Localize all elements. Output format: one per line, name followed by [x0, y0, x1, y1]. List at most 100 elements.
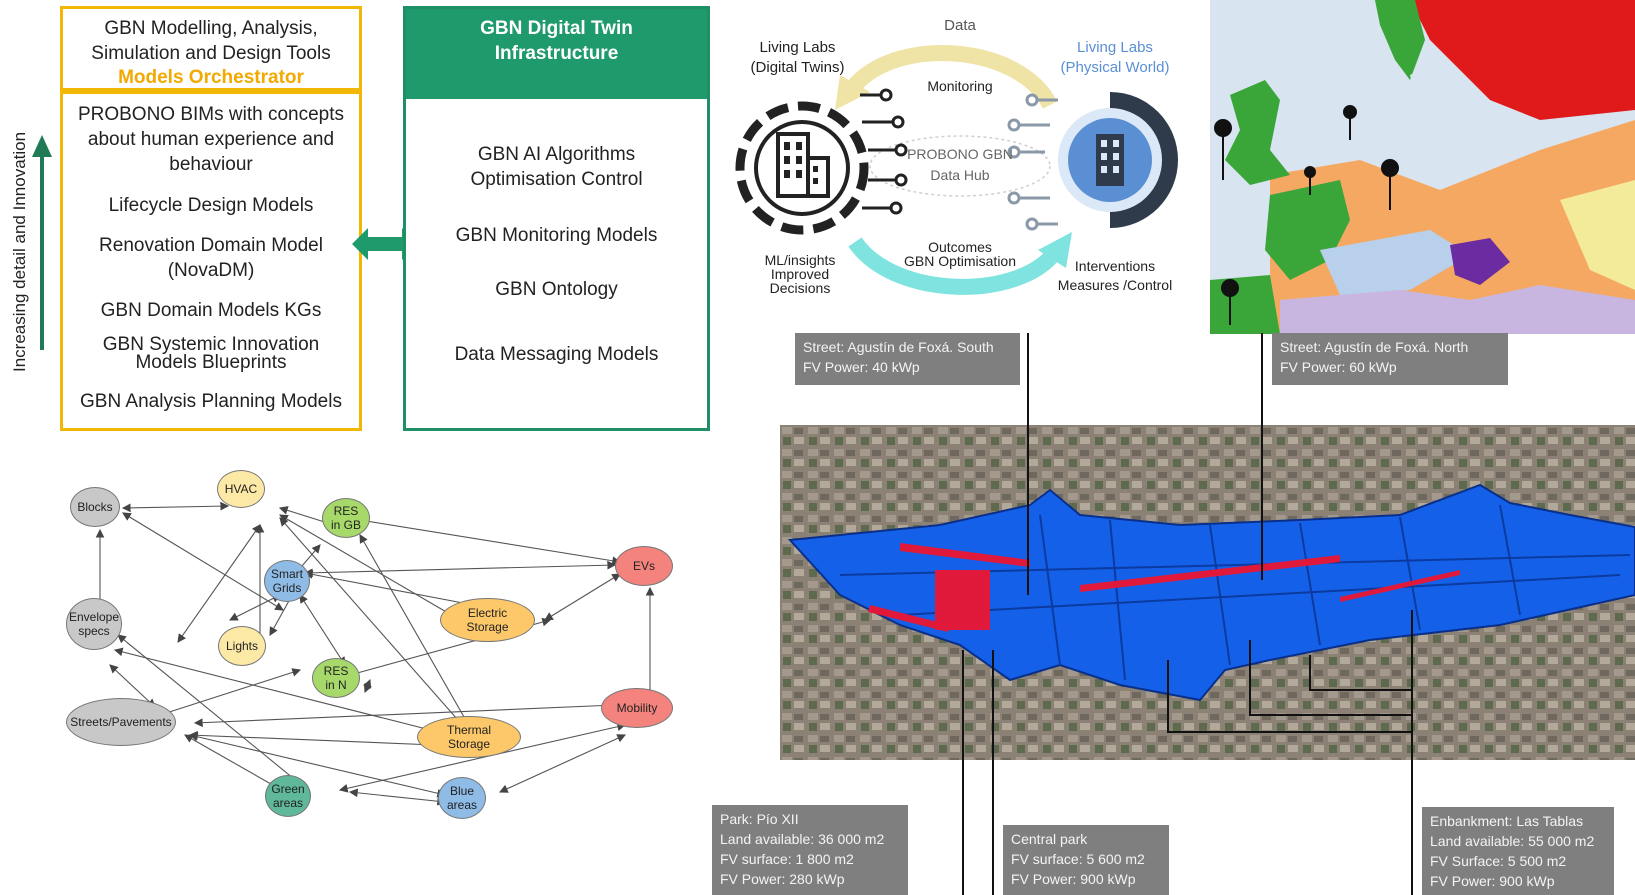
label-north-1: Street: Agustín de Foxá. North: [1280, 339, 1469, 355]
orchestrator-title-box: GBN Modelling, Analysis, Simulation and …: [60, 6, 362, 91]
node-mobility: Mobility: [601, 688, 673, 728]
cycle-diagram: Data Monitoring Living Labs (Digital Twi…: [720, 0, 1210, 320]
orchestrator-title-highlight: Models Orchestrator: [118, 67, 304, 88]
increase-arrow-icon: [32, 135, 52, 350]
label-central-1: Central park: [1011, 831, 1088, 847]
node-mobility-label: Mobility: [616, 701, 658, 715]
item-bims-2: about human experience and: [87, 129, 335, 150]
node-envelope-l1: Envelope: [68, 610, 120, 624]
label-park-4: FV Power: 280 kWp: [720, 871, 845, 887]
cycle-right-title-2: (Physical World): [1060, 59, 1170, 76]
europe-map: [1210, 0, 1635, 334]
node-thermal-l1: Thermal: [446, 723, 491, 737]
node-smart-l1: Smart: [270, 567, 303, 581]
cycle-int-2: Measures /Control: [1057, 277, 1173, 293]
node-streets-label: Streets/Pavements: [70, 715, 172, 729]
label-emb-4: FV Power: 900 kWp: [1430, 873, 1555, 889]
item-systemic-1: GBN Systemic Innovation: [102, 334, 320, 355]
label-emb-3: FV Surface: 5 500 m2: [1430, 853, 1567, 869]
cycle-left-title-1: Living Labs: [759, 39, 836, 56]
label-park-2: Land available: 36 000 m2: [720, 831, 885, 847]
dt-item-messaging: Data Messaging Models: [454, 344, 659, 365]
aerial-map: [780, 425, 1635, 760]
node-lights: Lights: [218, 626, 266, 666]
cycle-ml-1: ML/insights: [764, 252, 836, 268]
node-thermal-l2: Storage: [447, 737, 490, 751]
node-streets: Streets/Pavements: [66, 698, 176, 746]
node-electric-l1: Electric: [467, 606, 508, 620]
node-res-gb-l1: RES: [333, 504, 359, 518]
digital-twin-box: GBN Digital Twin Infrastructure GBN AI A…: [403, 6, 710, 431]
cycle-outcomes-1: Outcomes: [928, 239, 992, 255]
dt-item-monitoring: GBN Monitoring Models: [455, 225, 658, 246]
node-green-l1: Green: [271, 782, 305, 796]
dt-item-ai-1: GBN AI Algorithms: [477, 144, 636, 165]
node-res-n-l2: in N: [325, 678, 347, 692]
label-north: Street: Agustín de Foxá. North FV Power:…: [1272, 333, 1508, 385]
label-park-3: FV surface: 1 800 m2: [720, 851, 854, 867]
orchestrator-title-1: GBN Modelling, Analysis,: [104, 18, 318, 39]
node-electric-l2: Storage: [466, 620, 509, 634]
node-evs-label: EVs: [632, 559, 655, 573]
dt-item-ai-2: Optimisation Control: [470, 169, 643, 190]
node-green-l2: areas: [272, 796, 303, 810]
cycle-data-label: Data: [944, 17, 976, 34]
label-embankment: Enbankment: Las Tablas Land available: 5…: [1422, 807, 1614, 895]
label-emb-1: Enbankment: Las Tablas: [1430, 813, 1584, 829]
cycle-monitoring-label: Monitoring: [927, 78, 993, 94]
label-central-2: FV surface: 5 600 m2: [1011, 851, 1145, 867]
digital-twin-header-2: Infrastructure: [494, 43, 619, 64]
label-central: Central park FV surface: 5 600 m2 FV Pow…: [1003, 825, 1169, 895]
node-lights-label: Lights: [225, 639, 259, 653]
item-bims-1: PROBONO BIMs with concepts: [77, 104, 345, 125]
node-res-gb-l2: in GB: [330, 518, 361, 532]
cycle-hub-1: PROBONO GBN: [907, 146, 1013, 162]
double-arrow-icon: [352, 228, 418, 260]
label-central-3: FV Power: 900 kWp: [1011, 871, 1136, 887]
label-emb-2: Land available: 55 000 m2: [1430, 833, 1595, 849]
node-hvac: HVAC: [217, 470, 265, 508]
item-analysis: GBN Analysis Planning Models: [80, 391, 342, 412]
digital-twin-header: GBN Digital Twin Infrastructure: [406, 9, 707, 99]
item-renovation-1: Renovation Domain Model: [99, 235, 323, 256]
item-renovation-2: (NovaDM): [167, 260, 255, 281]
item-lifecycle: Lifecycle Design Models: [108, 195, 314, 216]
cycle-ml-2: Improved: [770, 266, 830, 282]
node-blue-l1: Blue: [449, 784, 475, 798]
cycle-left-title-2: (Digital Twins): [750, 59, 845, 76]
node-blocks: Blocks: [70, 487, 120, 527]
graph-edges: [95, 501, 655, 806]
item-systemic-2: Models Blueprints: [135, 352, 287, 373]
node-blocks-label: Blocks: [77, 500, 113, 514]
node-envelope-l2: specs: [78, 624, 110, 638]
label-south: Street: Agustín de Foxá. South FV Power:…: [795, 333, 1020, 385]
orchestrator-title-2: Simulation and Design Tools: [91, 43, 331, 64]
orchestrator-panel: Increasing detail and Innovation GBN Mod…: [0, 0, 720, 440]
cycle-ml-3: Decisions: [769, 280, 831, 296]
item-domain-kgs: GBN Domain Models KGs: [100, 300, 322, 321]
label-north-2: FV Power: 60 kWp: [1280, 359, 1397, 375]
label-south-2: FV Power: 40 kWp: [803, 359, 920, 375]
cycle-right-title-1: Living Labs: [1077, 39, 1153, 56]
digital-twin-header-1: GBN Digital Twin: [480, 18, 633, 39]
cycle-graphics: [735, 44, 1178, 295]
node-res-n-l1: RES: [323, 664, 349, 678]
cycle-hub-2: Data Hub: [930, 167, 990, 183]
cycle-int-1: Interventions: [1074, 258, 1156, 274]
orchestrator-items-box: PROBONO BIMs with concepts about human e…: [60, 91, 362, 431]
